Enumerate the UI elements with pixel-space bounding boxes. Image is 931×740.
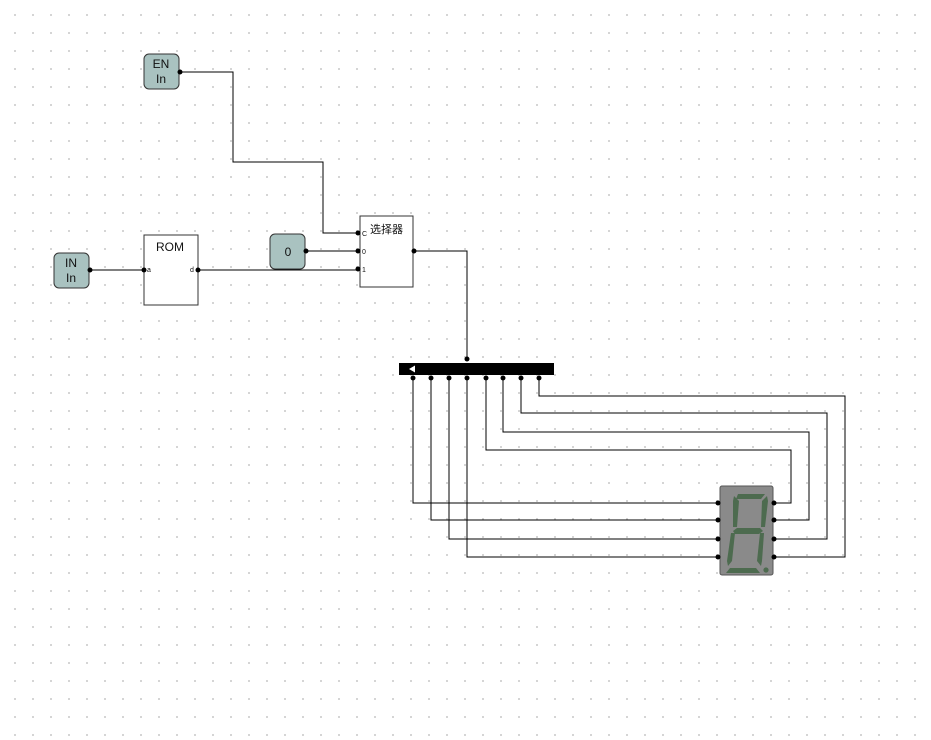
splitter-pin-1[interactable]: [428, 375, 434, 381]
mux-component[interactable]: 选择器 C 0 1: [355, 215, 417, 288]
display-pin-left-0[interactable]: [715, 500, 721, 506]
segment-b: [761, 496, 768, 527]
wire-mux-out-to-splitter[interactable]: [414, 250, 468, 359]
segment-g: [733, 528, 763, 534]
wire-bit-2[interactable]: [448, 378, 718, 540]
input-in-name: IN: [65, 256, 77, 270]
display-pins: [715, 500, 777, 560]
mux-pin-1-label: 1: [362, 267, 366, 274]
display-pin-right-0[interactable]: [771, 500, 777, 506]
segment-dp: [763, 567, 769, 573]
splitter-input-pin[interactable]: [464, 356, 470, 362]
splitter-pin-7[interactable]: [536, 375, 542, 381]
rom-pin-a-label: a: [147, 267, 151, 274]
rom-component[interactable]: ROM a d: [141, 234, 201, 306]
display-pin-right-2[interactable]: [771, 536, 777, 542]
segment-e: [727, 533, 735, 566]
mux-pin-out[interactable]: [411, 248, 417, 254]
mux-pin-c[interactable]: [355, 230, 361, 236]
wire-bit-5[interactable]: [502, 378, 810, 521]
segment-a: [736, 494, 765, 499]
rom-title: ROM: [156, 240, 184, 254]
display-pin-left-3[interactable]: [715, 554, 721, 560]
display-pin-left-1[interactable]: [715, 517, 721, 523]
mux-pin-0-label: 0: [362, 249, 366, 256]
input-in-type: In: [66, 271, 76, 285]
mux-pin-0[interactable]: [355, 248, 361, 254]
segment-d: [726, 568, 760, 573]
wire-bit-3[interactable]: [466, 378, 718, 558]
segment-f: [733, 496, 739, 527]
constant-pin[interactable]: [303, 248, 309, 254]
rom-pin-a[interactable]: [141, 267, 147, 273]
input-en-pin[interactable]: [177, 69, 183, 75]
input-in-pin[interactable]: [87, 267, 93, 273]
rom-pin-d-label: d: [190, 267, 194, 274]
splitter-output-pins: [410, 375, 542, 381]
splitter-bar[interactable]: [399, 363, 554, 375]
splitter-pin-5[interactable]: [500, 375, 506, 381]
wire-en-to-mux-c[interactable]: [181, 71, 358, 234]
mux-pin-c-label: C: [362, 231, 367, 238]
wire-bit-4[interactable]: [485, 378, 792, 504]
seven-segment-display[interactable]: [715, 485, 777, 576]
input-en-name: EN: [153, 57, 170, 71]
wires: [91, 71, 846, 558]
segment-c: [757, 533, 764, 566]
splitter-pin-0[interactable]: [410, 375, 416, 381]
splitter-pin-6[interactable]: [518, 375, 524, 381]
splitter-pin-3[interactable]: [464, 375, 470, 381]
constant-value: 0: [285, 245, 292, 259]
display-pin-right-1[interactable]: [771, 517, 777, 523]
display-pin-right-3[interactable]: [771, 554, 777, 560]
mux-body[interactable]: [359, 215, 414, 288]
display-segments: [726, 494, 769, 573]
mux-pin-1[interactable]: [355, 266, 361, 272]
splitter-pin-4[interactable]: [483, 375, 489, 381]
display-pin-left-2[interactable]: [715, 536, 721, 542]
splitter-arrow-icon: [409, 365, 415, 373]
splitter-pin-2[interactable]: [446, 375, 452, 381]
wire-bit-7[interactable]: [538, 378, 846, 558]
rom-pin-d[interactable]: [195, 267, 201, 273]
input-en[interactable]: EN In: [143, 53, 183, 90]
input-en-type: In: [156, 72, 166, 86]
splitter-component[interactable]: [399, 356, 554, 381]
input-in[interactable]: IN In: [53, 252, 93, 289]
mux-title: 选择器: [370, 222, 403, 236]
wire-bit-1[interactable]: [430, 378, 718, 521]
constant-zero[interactable]: 0: [269, 233, 309, 270]
wire-bit-6[interactable]: [520, 378, 828, 540]
wire-bit-0[interactable]: [412, 378, 718, 504]
